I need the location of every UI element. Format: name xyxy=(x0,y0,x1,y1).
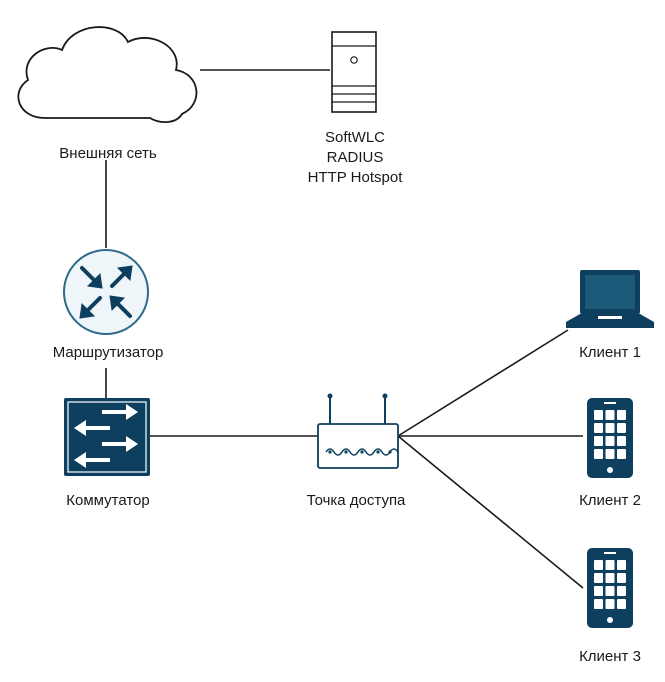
server-label-line-2: RADIUS xyxy=(326,149,384,166)
client3-label: Клиент 3 xyxy=(579,648,641,665)
server-label-line-1: SoftWLC xyxy=(324,129,386,146)
link-ap-client1 xyxy=(397,329,569,437)
client1-label: Клиент 1 xyxy=(579,344,641,361)
router-icon xyxy=(63,249,149,335)
server-label-line-3: HTTP Hotspot xyxy=(307,169,403,186)
smartphone-icon xyxy=(587,398,633,478)
cloud-icon xyxy=(17,26,198,123)
access-point-label: Точка доступа xyxy=(306,492,406,509)
access-point-icon xyxy=(317,393,399,469)
client2-label: Клиент 2 xyxy=(579,492,641,509)
switch-label: Коммутатор xyxy=(66,492,150,509)
switch-icon xyxy=(64,398,150,476)
laptop-icon xyxy=(566,270,654,328)
router-label: Маршрутизатор xyxy=(52,344,164,361)
cloud-label: Внешняя сеть xyxy=(59,145,157,162)
connectors xyxy=(105,69,584,589)
server-icon xyxy=(331,31,377,113)
smartphone-icon xyxy=(587,548,633,628)
link-ap-client3 xyxy=(397,435,584,589)
server-label: SoftWLC RADIUS HTTP Hotspot xyxy=(308,128,403,188)
